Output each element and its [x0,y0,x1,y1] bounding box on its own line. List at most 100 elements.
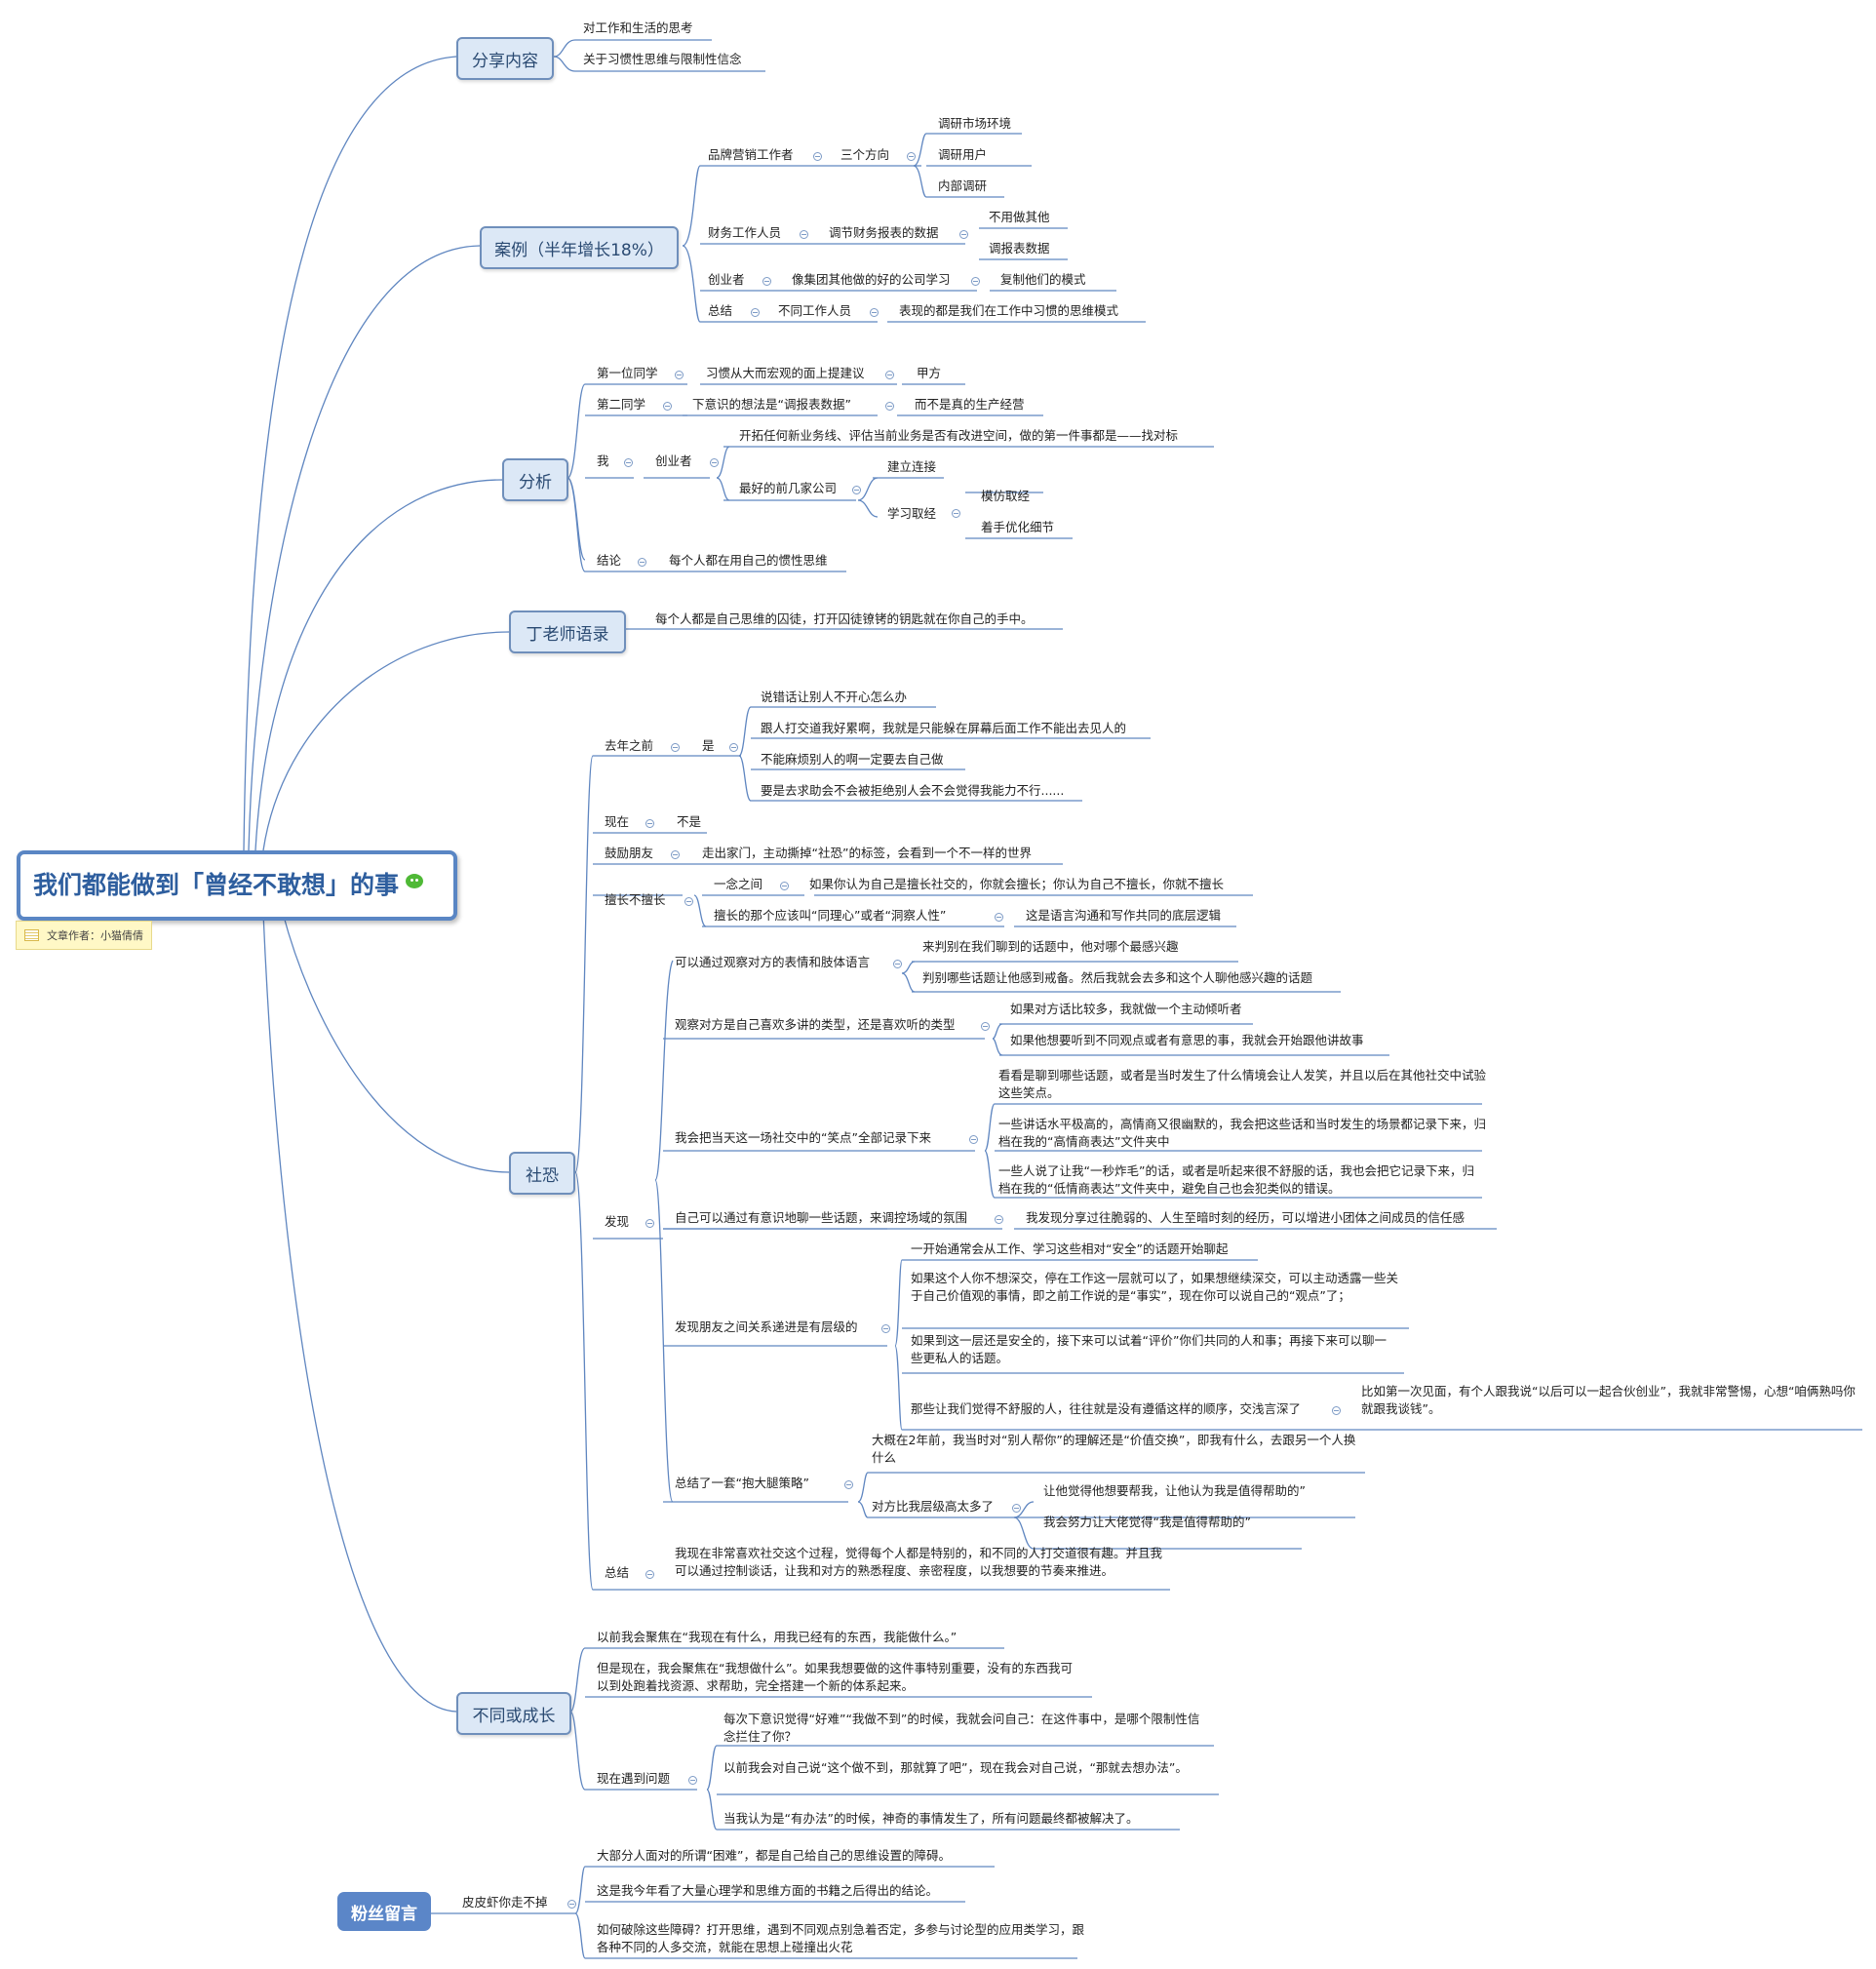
discover-level-item[interactable]: 如果到这一层还是安全的，接下来可以试着“评价”你们共同的人和事；再接下来可以聊一… [911,1333,1387,1365]
analysis-first[interactable]: 第一位同学 [597,366,658,380]
discover-level-item[interactable]: 如果这个人你不想深交，停在工作这一层就可以了，如果想继续深交，可以主动透露一些关… [911,1271,1399,1303]
branch-quote[interactable]: 丁老师语录 [509,610,626,653]
collapse-toggle[interactable] [981,1022,990,1031]
collapse-toggle[interactable] [969,1135,978,1144]
discover-strategy[interactable]: 总结了一套“抱大腿策略” [675,1476,809,1490]
case-founder-learn[interactable]: 像集团其他做的好的公司学习 [792,272,951,287]
collapse-toggle[interactable] [762,277,771,286]
analysis-me-founder[interactable]: 创业者 [655,453,692,468]
collapse-toggle[interactable] [675,371,684,379]
analysis-second[interactable]: 第二同学 [597,397,646,412]
analysis-first-a[interactable]: 习惯从大而宏观的面上提建议 [706,366,865,380]
case-brand-item[interactable]: 调研用户 [938,147,988,162]
analysis-me-learn[interactable]: 学习取经 [887,506,937,521]
collapse-toggle[interactable] [885,371,894,379]
collapse-toggle[interactable] [684,897,693,906]
branch-social[interactable]: 社恐 [509,1152,575,1195]
root-topic[interactable] [17,850,457,921]
collapse-toggle[interactable] [952,509,960,518]
discover-level[interactable]: 发现朋友之间关系递进是有层级的 [675,1319,858,1334]
social-now-not[interactable]: 不是 [677,814,702,829]
analysis-second-b[interactable]: 而不是真的生产经营 [915,397,1025,412]
social-now[interactable]: 现在 [605,814,630,829]
discover-strategy-b-item[interactable]: 让他觉得他想要帮我，让他认为我是值得帮助的” [1043,1483,1306,1498]
author-note[interactable]: 文章作者：小猫倩倩 [16,921,152,950]
analysis-me-top[interactable]: 最好的前几家公司 [739,481,838,495]
collapse-toggle[interactable] [1012,1504,1021,1513]
social-good-empathy[interactable]: 擅长的那个应该叫“同理心”或者“洞察人性” [714,908,947,923]
discover-laugh-item[interactable]: 看看是聊到哪些话题，或者是当时发生了什么情境会让人发笑，并且以后在其他社交中试验… [998,1068,1487,1100]
growth-problem-item[interactable]: 以前我会对自己说“这个做不到，那就算了吧”，现在我会对自己说，“那就去想办法”。 [723,1760,1188,1775]
case-finance-item[interactable]: 调报表数据 [989,241,1050,256]
case-finance-item[interactable]: 不用做其他 [989,210,1050,224]
case-summary[interactable]: 总结 [708,303,733,318]
collapse-toggle[interactable] [995,913,1003,922]
analysis-conclusion[interactable]: 结论 [597,553,622,568]
analysis-conclusion-text[interactable]: 每个人都在用自己的惯性思维 [669,553,828,568]
collapse-toggle[interactable] [645,1219,654,1228]
social-good[interactable]: 擅长不擅长 [605,892,666,907]
discover-type[interactable]: 观察对方是自己喜欢多讲的类型，还是喜欢听的类型 [675,1017,956,1032]
analysis-me-expand[interactable]: 开拓任何新业务线、评估当前业务是否有改进空间，做的第一件事都是——找对标 [739,428,1179,443]
collapse-toggle[interactable] [971,277,980,286]
social-lastyear[interactable]: 去年之前 [605,738,654,753]
analysis-me-imitate[interactable]: 模仿取经 [981,489,1031,503]
collapse-toggle[interactable] [1332,1406,1341,1415]
collapse-toggle[interactable] [624,458,633,467]
collapse-toggle[interactable] [567,1900,576,1909]
analysis-me-connect[interactable]: 建立连接 [887,459,937,474]
growth-problem-item[interactable]: 每次下意识觉得“好难”“我做不到”的时候，我就会问自己：在这件事中，是哪个限制性… [723,1712,1200,1744]
fans-item[interactable]: 大部分人面对的所谓“困难”，都是自己给自己的思维设置的障碍。 [597,1848,951,1863]
case-finance-adjust[interactable]: 调节财务报表的数据 [829,225,939,240]
case-finance[interactable]: 财务工作人员 [708,225,782,240]
collapse-toggle[interactable] [645,819,654,828]
social-summary-text[interactable]: 我现在非常喜欢社交这个过程，觉得每个人都是特别的，和不同的人打交道很有趣。并且我… [675,1546,1163,1578]
discover-strategy-b-item[interactable]: 我会努力让大佬觉得“我是值得帮助的” [1043,1515,1251,1529]
social-encourage[interactable]: 鼓励朋友 [605,846,654,860]
discover-laugh-item[interactable]: 一些人说了让我“一秒炸毛”的话，或者是听起来很不舒服的话，我也会把它记录下来，归… [998,1163,1474,1196]
collapse-toggle[interactable] [885,402,894,411]
collapse-toggle[interactable] [852,486,861,494]
social-good-thought[interactable]: 一念之间 [714,877,763,891]
share-item[interactable]: 对工作和生活的思考 [583,20,693,35]
fans-item[interactable]: 这是我今年看了大量心理学和思维方面的书籍之后得出的结论。 [597,1883,939,1898]
collapse-toggle[interactable] [907,152,916,161]
discover-strategy-a[interactable]: 大概在2年前，我当时对“别人帮你”的理解还是“价值交换”，即我有什么，去跟另一个… [872,1433,1356,1465]
social-lastyear-is[interactable]: 是 [702,738,715,753]
share-item[interactable]: 关于习惯性思维与限制性信念 [583,52,742,66]
collapse-toggle[interactable] [638,558,646,567]
case-brand[interactable]: 品牌营销工作者 [708,147,794,162]
growth-problem-item[interactable]: 当我认为是“有办法”的时候，神奇的事情发生了，所有问题最终都被解决了。 [723,1811,1139,1826]
social-lastyear-item[interactable]: 要是去求助会不会被拒绝别人会不会觉得我能力不行...... [761,783,1065,798]
analysis-me[interactable]: 我 [597,453,609,468]
discover-level-item[interactable]: 一开始通常会从工作、学习这些相对“安全”的话题开始聊起 [911,1241,1229,1256]
collapse-toggle[interactable] [671,850,680,859]
collapse-toggle[interactable] [800,230,808,239]
discover-observe[interactable]: 可以通过观察对方的表情和肢体语言 [675,955,871,969]
fans-user[interactable]: 皮皮虾你走不掉 [462,1895,548,1910]
branch-share[interactable]: 分享内容 [456,37,554,80]
social-summary[interactable]: 总结 [605,1565,630,1580]
social-lastyear-item[interactable]: 跟人打交道我好累啊，我就是只能躲在屏幕后面工作不能出去见人的 [761,721,1127,735]
discover-level-example[interactable]: 比如第一次见面，有个人跟我说“以后可以一起合伙创业”，我就非常警惕，心想“咱俩熟… [1361,1384,1856,1416]
case-brand-item[interactable]: 调研市场环境 [938,116,1012,131]
discover-observe-item[interactable]: 判别哪些话题让他感到戒备。然后我就会去多和这个人聊他感兴趣的话题 [922,970,1313,985]
collapse-toggle[interactable] [959,230,968,239]
collapse-toggle[interactable] [688,1776,697,1785]
collapse-toggle[interactable] [844,1480,853,1489]
discover-laugh[interactable]: 我会把当天这一场社交中的“笑点”全部记录下来 [675,1130,931,1145]
social-lastyear-item[interactable]: 不能麻烦别人的啊一定要去自己做 [761,752,944,767]
social-discover[interactable]: 发现 [605,1214,630,1229]
social-lastyear-item[interactable]: 说错话让别人不开心怎么办 [761,689,908,704]
branch-case[interactable]: 案例（半年增长18%） [480,226,679,269]
collapse-toggle[interactable] [710,458,719,467]
collapse-toggle[interactable] [780,882,789,890]
collapse-toggle[interactable] [729,743,738,752]
case-brand-dir[interactable]: 三个方向 [840,147,890,162]
discover-strategy-b[interactable]: 对方比我层级高太多了 [872,1499,995,1514]
social-good-empathy-text[interactable]: 这是语言沟通和写作共同的底层逻辑 [1026,908,1222,923]
case-brand-item[interactable]: 内部调研 [938,178,988,193]
collapse-toggle[interactable] [671,743,680,752]
branch-growth[interactable]: 不同或成长 [456,1692,571,1735]
collapse-toggle[interactable] [813,152,822,161]
